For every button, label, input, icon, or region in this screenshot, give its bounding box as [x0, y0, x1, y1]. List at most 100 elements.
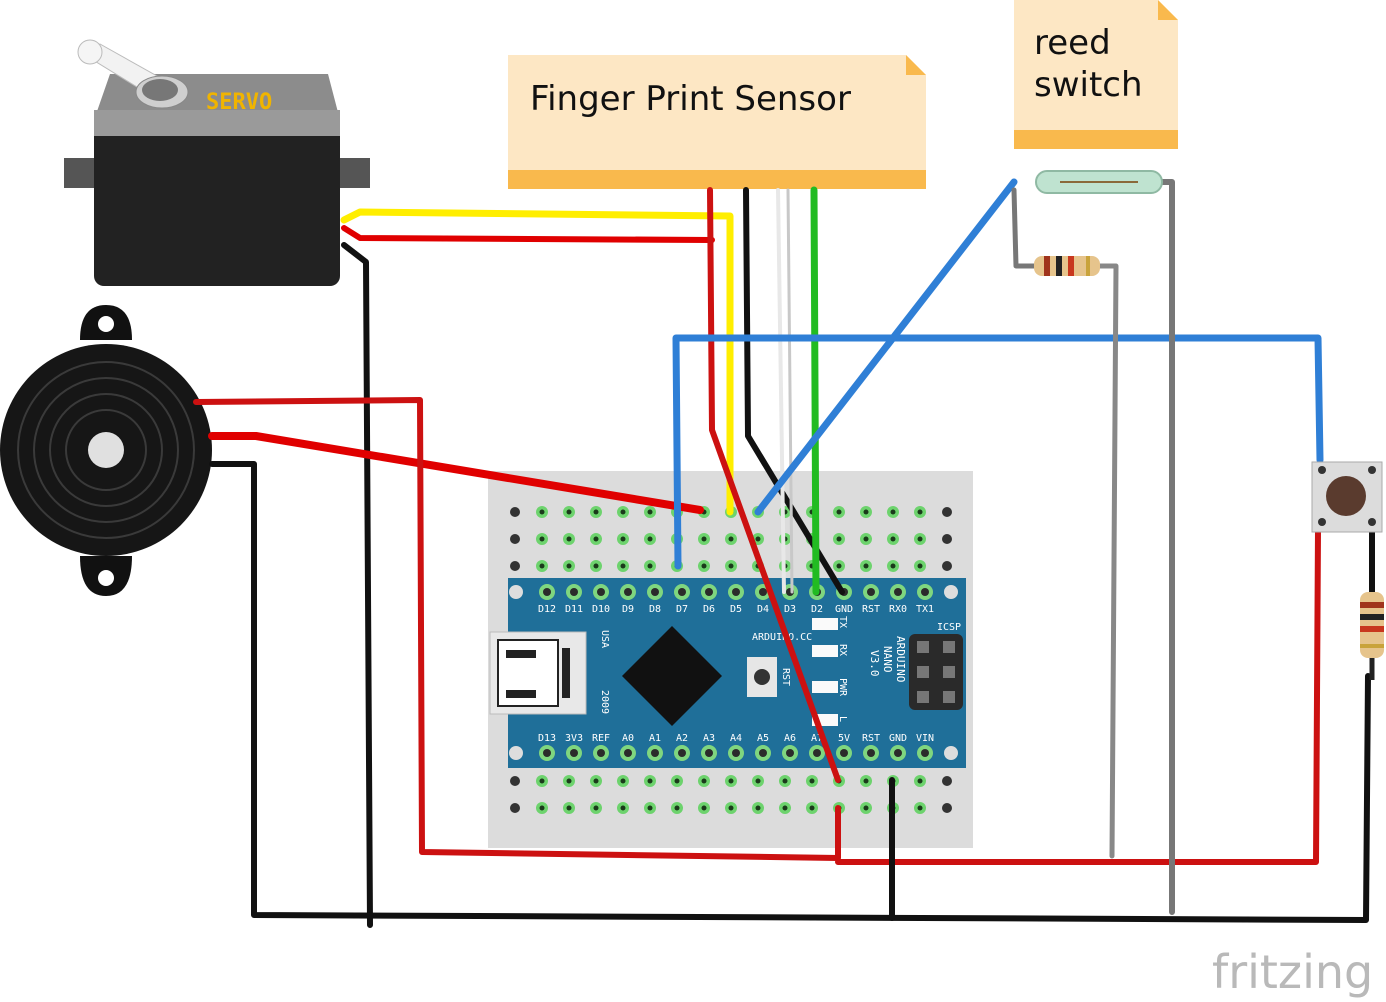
breadboard-hole: [942, 534, 952, 544]
breadboard-hole-center: [917, 536, 923, 542]
breadboard-hole: [942, 507, 952, 517]
wire-fingerprint-green: [810, 186, 820, 596]
mounting-hole: [509, 746, 523, 760]
nano-pin-label: D6: [703, 604, 715, 615]
breadboard-hole-center: [647, 778, 653, 784]
nano-pin-label: D10: [592, 604, 610, 615]
nano-pin-label: 5V: [838, 733, 850, 744]
nano-pin-label: D12: [538, 604, 556, 615]
l-label: L: [837, 716, 848, 722]
breadboard-hole-center: [755, 536, 761, 542]
breadboard-hole-center: [728, 805, 734, 811]
breadboard-hole-center: [863, 563, 869, 569]
nano-pin-label: A1: [649, 733, 661, 744]
wire-buzzer-red-loop: [193, 397, 841, 861]
nano-pin-hole: [786, 749, 794, 757]
icsp-label: ICSP: [937, 622, 961, 633]
nano-pin-hole: [867, 588, 875, 596]
breadboard-hole-center: [701, 805, 707, 811]
nano-pin-label: D7: [676, 604, 688, 615]
breadboard-hole-center: [620, 778, 626, 784]
nano-pin-hole: [894, 749, 902, 757]
nano-pin-hole: [705, 749, 713, 757]
nano-pin-hole: [543, 749, 551, 757]
rx-label: RX: [837, 644, 848, 656]
breadboard-hole-center: [539, 536, 545, 542]
nano-pin-hole: [759, 588, 767, 596]
nano-pin-label: GND: [835, 604, 853, 615]
nano-pin-hole: [570, 588, 578, 596]
nano-pin-label: GND: [889, 733, 907, 744]
wire-servo-power: [341, 225, 715, 243]
breadboard-hole-center: [863, 536, 869, 542]
breadboard-hole-center: [539, 778, 545, 784]
wire-buzzer-positive: [208, 432, 704, 514]
breadboard-hole-center: [890, 536, 896, 542]
mounting-hole: [509, 585, 523, 599]
breadboard-hole: [942, 561, 952, 571]
nano-pin-label: D3: [784, 604, 796, 615]
breadboard-hole-center: [566, 509, 572, 515]
nano-pin-label: REF: [592, 733, 610, 744]
arduino-nano: ARDUINO.CC ICSP USA 2009 RST TX RX PWR L…: [489, 578, 966, 768]
pushbutton: [1311, 461, 1383, 533]
breadboard-hole: [510, 534, 520, 544]
reed-switch-note: reed switch: [1014, 0, 1178, 149]
breadboard-hole-center: [647, 805, 653, 811]
breadboard-hole-center: [620, 805, 626, 811]
nano-pin-hole: [759, 749, 767, 757]
wire-resistor-down: [1095, 263, 1119, 859]
breadboard-hole-center: [809, 778, 815, 784]
nano-pin-label: A2: [676, 733, 688, 744]
breadboard-hole-center: [566, 563, 572, 569]
nano-pin-label: D13: [538, 733, 556, 744]
breadboard-hole-center: [863, 805, 869, 811]
breadboard-hole-center: [593, 563, 599, 569]
pwr-label: PWR: [837, 678, 848, 697]
breadboard-hole-center: [755, 805, 761, 811]
nano-pin-hole: [732, 588, 740, 596]
breadboard-hole: [510, 803, 520, 813]
breadboard-hole-center: [566, 778, 572, 784]
piezo-buzzer: [0, 305, 212, 596]
nano-pin-label: A7: [811, 733, 823, 744]
wire-fingerprint-gnd: [743, 187, 845, 595]
wire-blue-button: [672, 334, 1324, 570]
arduino-brand-label: ARDUINO.CC: [752, 632, 812, 643]
servo-motor: SERVO: [64, 39, 370, 286]
breadboard-hole-center: [917, 509, 923, 515]
nano-pin-hole: [813, 749, 821, 757]
breadboard-hole-center: [890, 563, 896, 569]
breadboard-hole-center: [728, 563, 734, 569]
breadboard-hole-center: [755, 778, 761, 784]
microcontroller-chip: [622, 626, 722, 726]
breadboard-hole-center: [539, 563, 545, 569]
wire-red-to-button: [835, 527, 1321, 865]
nano-pin-label: D8: [649, 604, 661, 615]
breadboard-hole: [510, 561, 520, 571]
breadboard-hole: [510, 507, 520, 517]
nano-pin-label: VIN: [916, 733, 934, 744]
breadboard-hole-center: [647, 509, 653, 515]
fingerprint-sensor-note: Finger Print Sensor: [508, 55, 926, 189]
nano-pin-label: A5: [757, 733, 769, 744]
wire-fingerprint-vcc: [707, 187, 841, 783]
reed-switch: [1035, 170, 1163, 194]
nano-pin-hole: [624, 588, 632, 596]
wire-servo-signal: [340, 208, 734, 516]
breadboard-hole-center: [674, 805, 680, 811]
model-line3: V3.0: [868, 650, 881, 677]
breadboard-hole-center: [593, 805, 599, 811]
rst-label: RST: [780, 668, 791, 686]
nano-pin-label: RST: [862, 604, 880, 615]
nano-pin-hole: [705, 588, 713, 596]
wires: [193, 178, 1375, 928]
usa-label: USA: [599, 630, 610, 648]
wire-servo-ground: [341, 242, 373, 928]
breadboard-hole-center: [566, 536, 572, 542]
mounting-hole: [944, 746, 958, 760]
nano-pin-hole: [840, 749, 848, 757]
breadboard-hole-center: [863, 509, 869, 515]
nano-pin-hole: [678, 749, 686, 757]
nano-pin-hole: [921, 749, 929, 757]
